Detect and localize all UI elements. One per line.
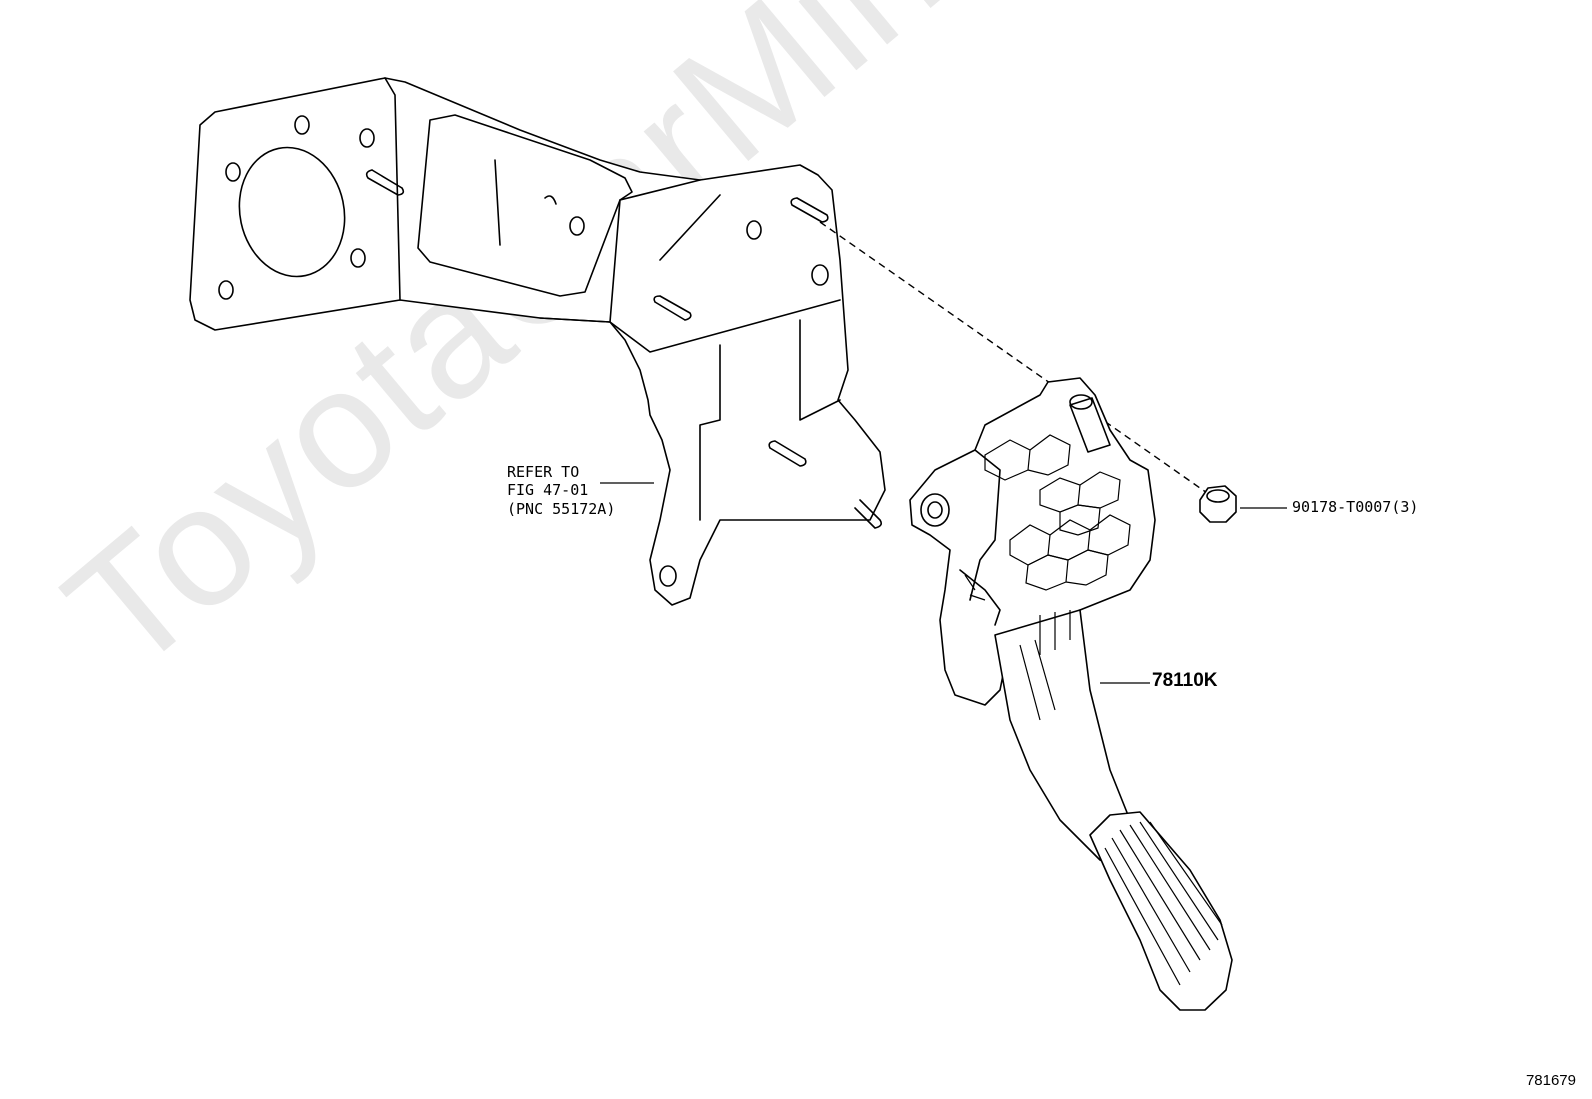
nut: [1199, 485, 1237, 523]
pedal-part-number: 78110K: [1152, 670, 1218, 691]
alignment-dash: [819, 221, 1211, 496]
refer-label-line2: FIG 47-01: [507, 481, 589, 499]
refer-label-line1: REFER TO: [507, 463, 580, 481]
refer-label-line3: (PNC 55172A): [507, 500, 616, 518]
nut-part-number: 90178-T0007(3): [1292, 498, 1419, 516]
accelerator-pedal: [909, 377, 1233, 1011]
diagram-id: 781679: [1525, 1072, 1576, 1089]
pedal-bracket: [189, 77, 886, 606]
